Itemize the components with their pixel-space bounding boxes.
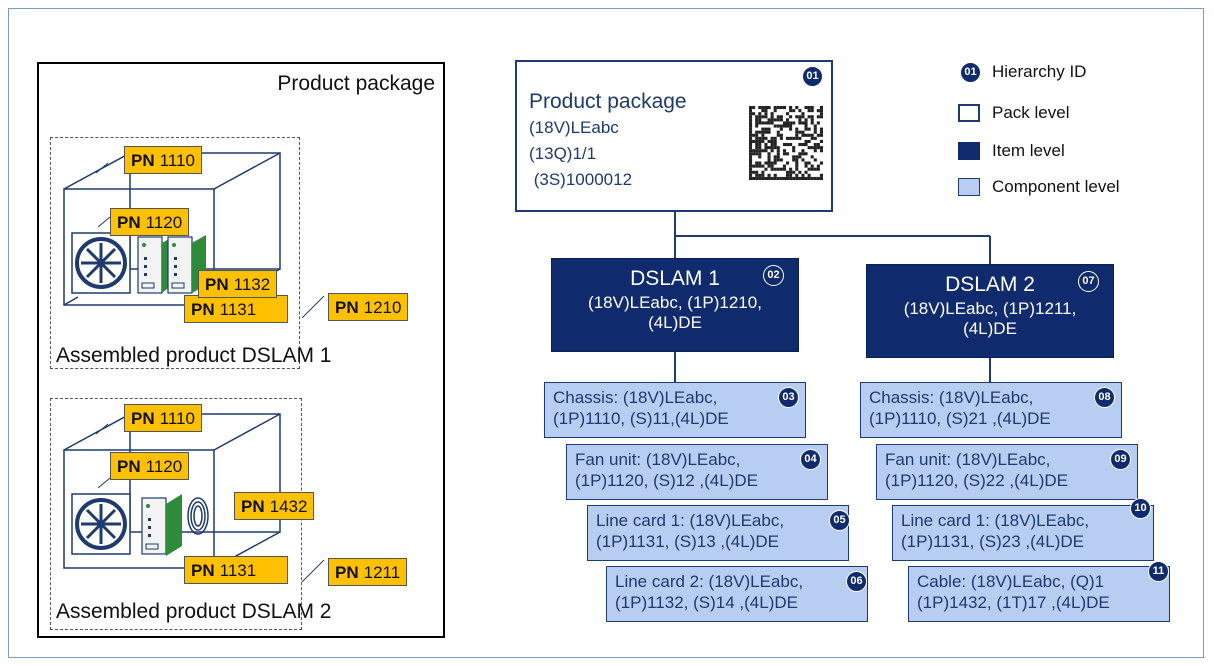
hierarchy-id-badge: 08 bbox=[1094, 387, 1115, 408]
dslam1-item-title: DSLAM 1 bbox=[630, 267, 720, 290]
hierarchy-id-badge: 04 bbox=[800, 449, 821, 470]
component-node: Line card 1: (18V)LEabc, (1P)1131, (S)23… bbox=[892, 498, 1154, 561]
component-line1: Chassis: (18V)LEabc, bbox=[553, 388, 718, 407]
line-card-1 bbox=[141, 494, 182, 556]
component-line2: (1P)1120, (S)22 ,(4L)DE bbox=[885, 471, 1068, 490]
legend-pack-label: Pack level bbox=[992, 103, 1070, 122]
dslam2-illustration bbox=[63, 413, 281, 569]
dslam1-item-line2: (4L)DE bbox=[648, 313, 702, 332]
component-line1: Fan unit: (18V)LEabc, bbox=[885, 450, 1051, 469]
cable-icon bbox=[187, 497, 209, 535]
dslam2-leader-line bbox=[301, 559, 325, 583]
component-line2: (1P)1110, (S)11,(4L)DE bbox=[553, 409, 729, 428]
component-line2: (1P)1110, (S)21 ,(4L)DE bbox=[869, 409, 1051, 428]
component-line2: (1P)1132, (S)14 ,(4L)DE bbox=[615, 593, 798, 612]
component-line1: Chassis: (18V)LEabc, bbox=[869, 388, 1034, 407]
component-line2: (1P)1131, (S)13 ,(4L)DE bbox=[596, 532, 779, 551]
product-package-panel: Product package bbox=[37, 62, 445, 638]
product-package-title: Product package bbox=[277, 72, 435, 95]
dslam2-item-line1: (18V)LEabc, (1P)1211, bbox=[903, 299, 1077, 318]
dslam1-leader-line bbox=[301, 295, 325, 319]
hierarchy-id-badge: 07 bbox=[1078, 271, 1099, 292]
product-package-node-line3: (3S)1000012 bbox=[529, 170, 633, 189]
component-line1: Line card 1: (18V)LEabc, bbox=[596, 511, 785, 530]
component-node: Chassis: (18V)LEabc, (1P)1110, (S)11,(4L… bbox=[544, 382, 806, 438]
hierarchy-id-badge: 11 bbox=[1148, 561, 1169, 582]
component-line1: Line card 2: (18V)LEabc, bbox=[615, 572, 804, 591]
product-package-node: 01 Product package (18V)LEabc (13Q)1/1 (… bbox=[515, 60, 833, 212]
hierarchy-id-badge: 09 bbox=[1110, 449, 1131, 470]
outer-frame bbox=[8, 8, 1204, 658]
component-node: Line card 1: (18V)LEabc, (1P)1131, (S)13… bbox=[587, 505, 850, 561]
dslam1-item-node: 02 DSLAM 1 (18V)LEabc, (1P)1210, (4L)DE bbox=[551, 258, 799, 352]
component-node: Chassis: (18V)LEabc, (1P)1110, (S)21 ,(4… bbox=[860, 382, 1122, 438]
legend-hierarchy-id-label: Hierarchy ID bbox=[992, 62, 1087, 81]
legend-component-label: Component level bbox=[992, 177, 1120, 196]
hierarchy-id-badge: 02 bbox=[763, 265, 784, 286]
component-line1: Fan unit: (18V)LEabc, bbox=[575, 450, 741, 469]
component-line1: Line card 1: (18V)LEabc, bbox=[901, 511, 1090, 530]
product-package-node-line1: (18V)LEabc bbox=[529, 118, 619, 137]
legend-component-swatch bbox=[958, 178, 980, 196]
component-line2: (1P)1131, (S)23 ,(4L)DE bbox=[901, 532, 1084, 551]
dslam2-item-title: DSLAM 2 bbox=[945, 273, 1035, 296]
hierarchy-id-badge: 01 bbox=[802, 66, 823, 87]
dslam1-assembled-label: Assembled product DSLAM 1 bbox=[56, 344, 332, 367]
dslam2-item-line2: (4L)DE bbox=[963, 319, 1017, 338]
hierarchy-id-badge: 06 bbox=[846, 571, 867, 592]
hierarchy-id-badge: 03 bbox=[778, 387, 799, 408]
hierarchy-id-badge: 05 bbox=[829, 510, 850, 531]
fan-icon bbox=[71, 493, 131, 555]
component-line2: (1P)1432, (1T)17 ,(4L)DE bbox=[917, 593, 1110, 612]
hierarchy-id-badge: 10 bbox=[1130, 498, 1151, 519]
dslam2-assembled-label: Assembled product DSLAM 2 bbox=[56, 600, 332, 623]
legend: 01 Hierarchy ID Pack level Item level Co… bbox=[958, 58, 1178, 208]
datamatrix-code bbox=[749, 106, 823, 180]
dslam1-group bbox=[50, 137, 300, 369]
component-line1: Cable: (18V)LEabc, (Q)1 bbox=[917, 572, 1105, 591]
legend-pack-swatch bbox=[958, 104, 980, 122]
component-node: Fan unit: (18V)LEabc, (1P)1120, (S)22 ,(… bbox=[876, 444, 1138, 500]
component-line2: (1P)1120, (S)12 ,(4L)DE bbox=[575, 471, 758, 490]
component-node: Fan unit: (18V)LEabc, (1P)1120, (S)12 ,(… bbox=[566, 444, 828, 500]
fan-icon bbox=[71, 232, 131, 294]
dslam2-item-node: 07 DSLAM 2 (18V)LEabc, (1P)1211, (4L)DE bbox=[866, 264, 1114, 358]
legend-item-label: Item level bbox=[992, 141, 1065, 160]
legend-item-swatch bbox=[958, 142, 980, 160]
legend-hierarchy-id-icon: 01 bbox=[960, 62, 981, 83]
dslam1-item-line1: (18V)LEabc, (1P)1210, bbox=[588, 293, 762, 312]
component-node: Cable: (18V)LEabc, (Q)1 (1P)1432, (1T)17… bbox=[908, 561, 1170, 622]
product-package-node-title: Product package bbox=[529, 90, 687, 113]
component-node: Line card 2: (18V)LEabc, (1P)1132, (S)14… bbox=[606, 566, 868, 622]
product-package-node-line2: (13Q)1/1 bbox=[529, 144, 597, 163]
